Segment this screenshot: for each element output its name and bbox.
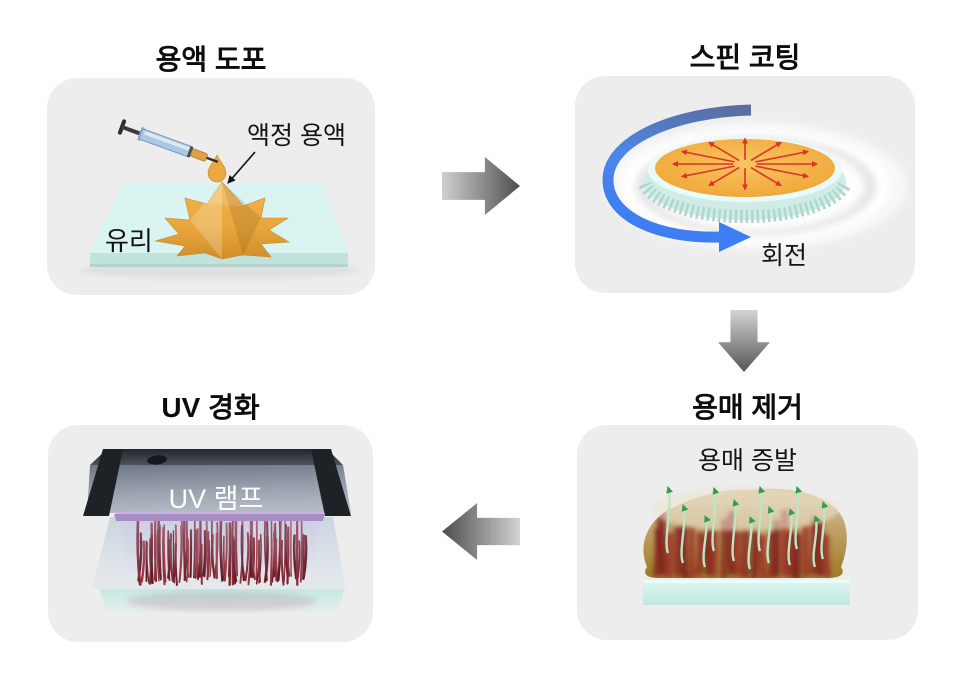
evaporation-label: 용매 증발 — [698, 447, 797, 475]
uv-glow — [120, 519, 320, 577]
evaporation-arrows — [665, 486, 829, 570]
lamp-button — [147, 455, 167, 465]
step-title-solution-application: 용액 도포 — [155, 44, 267, 75]
substrate — [643, 580, 850, 605]
spin-coating-illustration — [602, 104, 907, 252]
glass-label: 유리 — [105, 226, 153, 256]
panel-uv-curing: UV 램프 — [48, 425, 373, 642]
flow-arrow-right-icon — [442, 157, 520, 215]
uv-light-strip — [114, 514, 325, 521]
panel-spin-coating: 회전 — [575, 76, 915, 293]
rotation-arrow — [602, 104, 752, 252]
flow-arrow-down-icon — [718, 310, 770, 372]
drying-film — [643, 487, 847, 578]
lamp-bracket-left — [83, 449, 123, 516]
syringe-icon — [117, 119, 219, 164]
step-title-spin-coating: 스핀 코팅 — [689, 42, 801, 73]
panel-solvent-removal: 용매 증발 — [577, 425, 918, 640]
radial-flow-arrows — [672, 137, 818, 191]
solution-pointer-arrow — [227, 151, 256, 184]
solution-application-illustration — [79, 119, 359, 279]
step-title-solvent-removal: 용매 제거 — [692, 392, 803, 423]
solution-splat — [154, 181, 290, 260]
solvent-removal-illustration — [643, 486, 850, 605]
step-title-uv-curing: UV 경화 — [161, 392, 260, 423]
uv-lamp-label: UV 램프 — [168, 484, 264, 514]
uv-curing-illustration — [83, 449, 351, 615]
flow-arrow-left-icon — [442, 503, 520, 560]
panel-solution-application: 액정 용액 유리 — [47, 78, 375, 295]
rotation-label: 회전 — [761, 242, 808, 270]
solution-label: 액정 용액 — [247, 122, 346, 150]
lamp-bracket-right — [311, 449, 351, 516]
solution-droplet — [207, 154, 227, 183]
uv-lamp — [83, 449, 351, 521]
